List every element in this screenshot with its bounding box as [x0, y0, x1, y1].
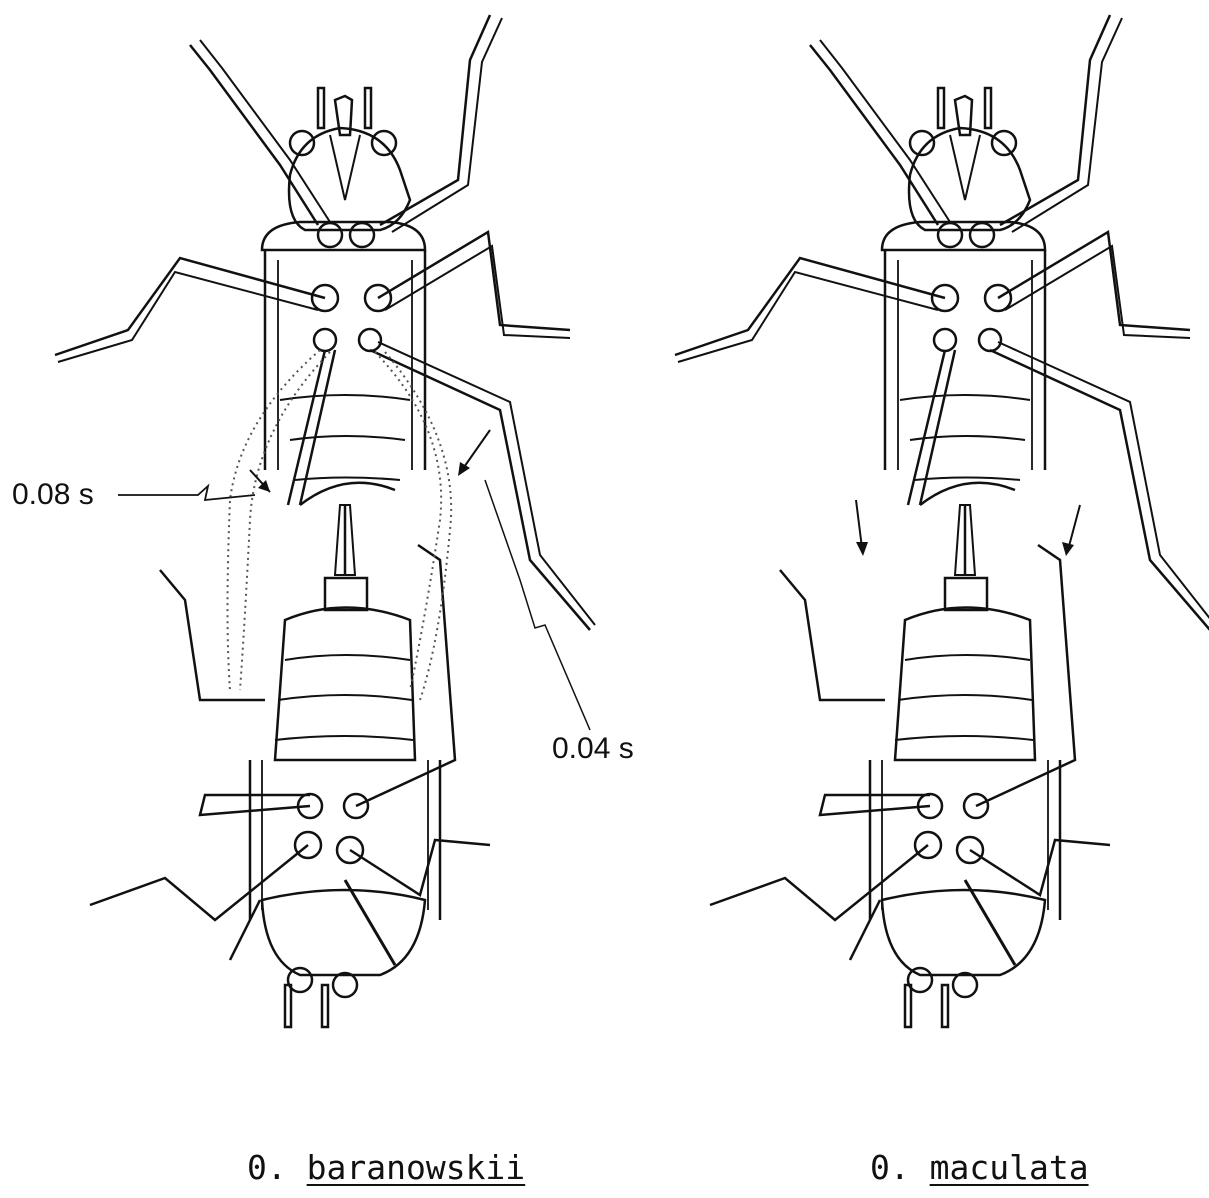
caption-genus: 0.	[870, 1148, 910, 1187]
leader-line-008	[118, 486, 255, 500]
motion-trace-right	[375, 352, 441, 690]
time-label-004: 0.04 s	[552, 732, 634, 766]
leader-line-004	[485, 480, 590, 730]
arrow-icon	[458, 430, 490, 476]
motion-trace-left	[228, 350, 321, 690]
arrow-icon	[856, 500, 868, 556]
caption-genus: 0.	[247, 1148, 287, 1187]
arrow-icon	[1062, 505, 1080, 556]
specimen-left	[55, 15, 595, 1027]
arrow-icon	[250, 470, 270, 492]
caption-species: baranowskii	[307, 1148, 526, 1187]
specimen-right	[675, 15, 1209, 1027]
caption-left: 0. baranowskii	[247, 1148, 525, 1187]
time-label-008: 0.08 s	[12, 478, 94, 512]
caption-species: maculata	[930, 1148, 1089, 1187]
caption-right: 0. maculata	[870, 1148, 1089, 1187]
